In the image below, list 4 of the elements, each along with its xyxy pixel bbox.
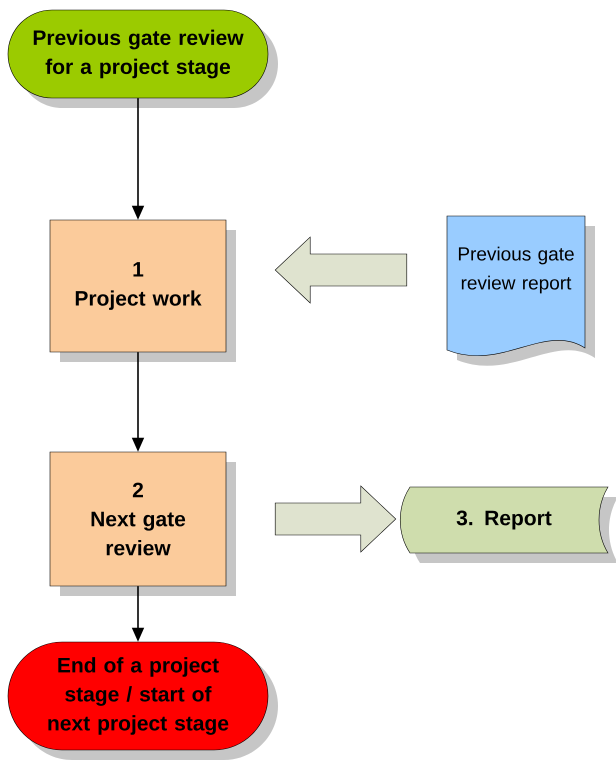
block-arrow [274, 485, 396, 553]
process-box: 2 Next gate review [50, 452, 236, 596]
process-box: 1 Project work [50, 220, 236, 362]
block-arrow [274, 236, 408, 304]
